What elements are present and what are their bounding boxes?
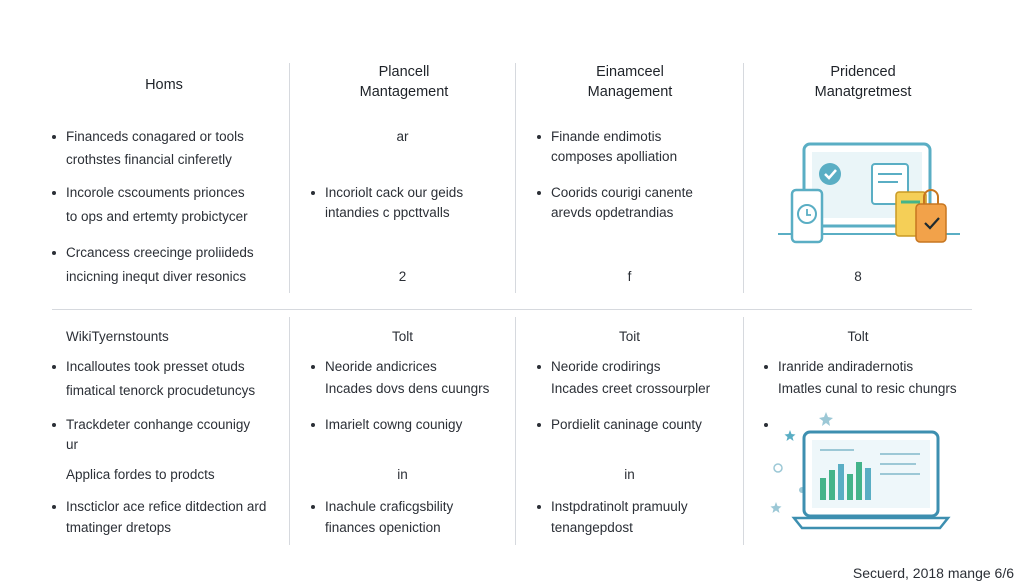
footer-text: Secuerd, 2018 mange 6/6 <box>852 565 1014 581</box>
list-item: Inscticlor ace refice ditdection ard <box>51 496 266 518</box>
column-header-2-line2: Mantagement <box>359 84 449 100</box>
column-header-1: Homs <box>102 75 226 95</box>
devices-illustration <box>778 142 960 244</box>
comparison-table: Homs Plancell Mantagement Einamceel Mana… <box>51 55 972 550</box>
cell-title: Tolt <box>391 329 413 344</box>
list-item-continuation: ur <box>66 437 79 452</box>
column-divider <box>515 63 516 293</box>
list-item-continuation: arevds opdetrandias <box>551 205 674 220</box>
list-item-continuation: to ops and ertemty probictycer <box>66 209 248 224</box>
list-item-continuation: fimatical tenorck procudetuncys <box>66 383 256 398</box>
column-header-4-line2: Manatgretmest <box>814 84 912 100</box>
cell-title: Toit <box>618 329 640 344</box>
list-item-continuation: incicning inequt diver resonics <box>66 269 247 284</box>
laptop-dashboard-illustration <box>770 412 951 530</box>
list-item-continuation: composes apolliation <box>551 149 678 164</box>
cell-count: 8 <box>854 269 862 284</box>
column-header-3-line2: Management <box>587 84 673 100</box>
list-item: Crcancess creecinge proliideds <box>52 242 254 264</box>
column-header-2: Plancell Mantagement <box>314 62 494 102</box>
cell-line: Applica fordes to prodcts <box>66 467 215 482</box>
list-item: Trackdeter conhange ccounigy <box>51 414 250 436</box>
column-divider <box>515 317 516 545</box>
column-header-4-line1: Pridenced <box>830 64 896 80</box>
column-header-3-line1: Einamceel <box>596 64 664 80</box>
list-item: Instpdratinolt pramuuly <box>537 496 688 518</box>
cell-mark: in <box>397 467 408 482</box>
list-item: Incorole cscouments prionces <box>52 182 245 204</box>
list-item-continuation: Incades dovs dens cuungrs <box>325 381 490 396</box>
list-item-continuation: Imatles cunal to resic chungrs <box>778 381 957 396</box>
list-item: Incalloutes took presset otuds <box>52 356 245 378</box>
list-item: Imarielt cowng counigy <box>310 414 462 436</box>
list-item-continuation: tenangepdost <box>551 520 633 535</box>
cell-count: f <box>627 269 632 284</box>
list-item-continuation: Incades creet crossourpler <box>551 381 711 396</box>
column-header-3: Einamceel Management <box>540 62 720 102</box>
list-item: Pordielit caninage county <box>537 414 702 436</box>
column-divider <box>289 63 290 293</box>
column-divider <box>289 317 290 545</box>
list-item-continuation: finances openiction <box>325 520 441 535</box>
list-item-continuation: crothstes financial cinferetly <box>66 152 232 167</box>
row-divider <box>52 309 972 310</box>
column-header-1-label: Homs <box>145 77 183 93</box>
list-item: Neoride crodirings <box>537 356 661 378</box>
cell-mark: in <box>624 467 635 482</box>
cell-count: 2 <box>398 269 407 284</box>
cell-title: Tolt <box>847 329 869 344</box>
column-header-2-line1: Plancell <box>378 64 430 80</box>
list-item: Neoride andicrices <box>311 356 437 378</box>
cell-mark: ar <box>396 129 409 144</box>
column-divider <box>743 63 744 293</box>
list-item-continuation: tmatinger dretops <box>66 520 172 535</box>
list-item: Inachule craficgsbility <box>310 496 453 518</box>
list-item: Financeds conagared or tools <box>52 126 244 148</box>
list-item: Incoriolt cack our geids <box>310 182 463 204</box>
list-item: Finande endimotis <box>536 126 661 148</box>
column-header-4: Pridenced Manatgretmest <box>765 62 961 102</box>
column-divider <box>743 317 744 545</box>
list-item-continuation: intandies c ppcttvalls <box>325 205 450 220</box>
list-item: Iranride andiradernotis <box>763 356 913 378</box>
cell-title: WikiTyernstounts <box>66 329 169 344</box>
list-item: Coorids courigi canente <box>537 182 693 204</box>
